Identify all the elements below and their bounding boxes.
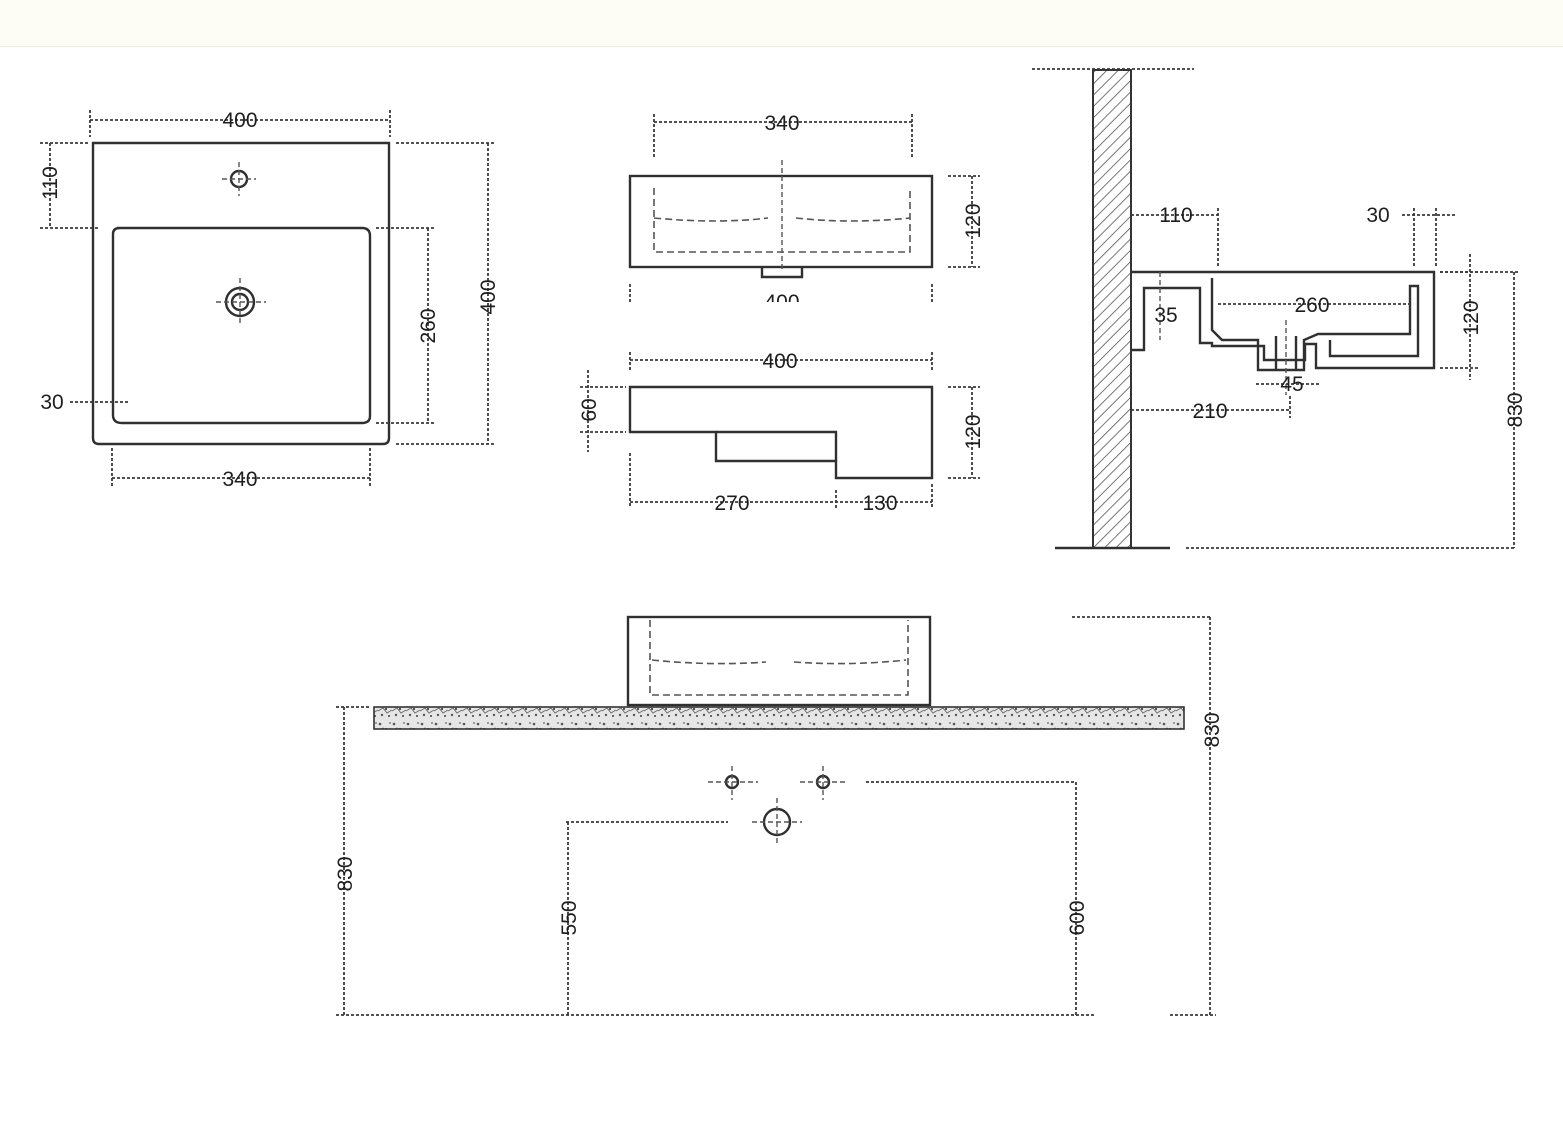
dim-partial-label: 400 [764, 291, 799, 314]
dim-side-height: 120 [962, 414, 985, 449]
side-view: 400 60 120 270 130 [578, 350, 985, 515]
dim-wall-gap: 35 [1154, 304, 1177, 327]
dim-bowl-width: 340 [222, 468, 257, 491]
dim-depth-total: 400 [477, 279, 500, 314]
dim-side-width-total: 400 [762, 350, 797, 373]
dim-drain-distance: 210 [1192, 400, 1227, 423]
front-body [628, 174, 934, 269]
dim-drain-dia: 45 [1280, 373, 1303, 396]
dim-total-height: 830 [1201, 712, 1224, 747]
tap-left-icon [708, 766, 758, 800]
bowl-outline [111, 226, 372, 425]
installation-view: 830 550 600 830 [334, 615, 1224, 1016]
dim-width-total: 400 [222, 109, 257, 132]
dim-section-height: 120 [1460, 300, 1483, 335]
dim-length-left: 270 [714, 492, 749, 515]
dim-bowl-depth: 260 [417, 308, 440, 343]
dim-right-height: 600 [1066, 900, 1089, 935]
vessel-basin [626, 615, 932, 707]
dim-tap-offset: 110 [1159, 204, 1192, 227]
dim-side-offset: 30 [40, 391, 63, 414]
dim-front-offset: 110 [39, 166, 62, 199]
dim-counter-height: 830 [334, 856, 357, 891]
basin-outline [91, 141, 391, 446]
dim-length-right: 130 [862, 492, 897, 515]
front-view: 340 120 400 [628, 112, 985, 314]
dim-front-height: 120 [962, 203, 985, 238]
wall-section-view: 110 30 260 120 35 45 210 830 [1032, 68, 1527, 550]
tap-right-icon [800, 766, 848, 800]
countertop [373, 706, 1185, 730]
drain-outlet-icon [752, 798, 802, 846]
top-band [0, 0, 1563, 47]
top-view: 400 110 400 260 30 340 [39, 109, 500, 491]
dim-bowl-length: 260 [1294, 294, 1329, 317]
drain-hole-icon [216, 278, 266, 326]
wall-hatch [1092, 69, 1132, 549]
dim-rim-width: 30 [1366, 204, 1389, 227]
dim-step-height: 60 [578, 398, 601, 421]
basin-section [1131, 270, 1436, 370]
dim-front-bowl-width: 340 [764, 112, 799, 135]
tap-hole-icon [222, 162, 256, 196]
dim-floor-height: 830 [1504, 392, 1527, 427]
dim-left-height: 550 [558, 900, 581, 935]
